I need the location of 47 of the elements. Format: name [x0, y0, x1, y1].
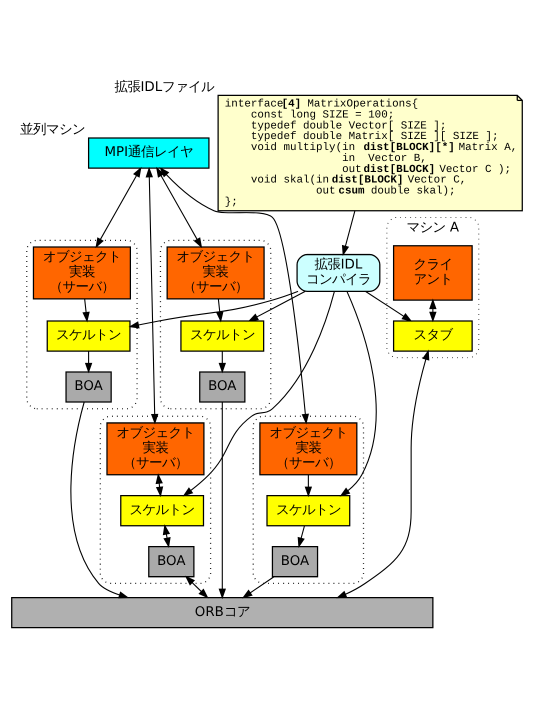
node-box: BOA [65, 370, 112, 402]
arrow [218, 402, 226, 599]
cluster [160, 239, 272, 409]
arrow [365, 290, 412, 322]
arrow [218, 350, 226, 373]
arrow [182, 290, 335, 496]
arrow [156, 166, 202, 248]
arrow [84, 350, 92, 373]
node-box: スケルトン [266, 494, 350, 526]
node-box: オブジェクト 実装 （サーバ） [32, 246, 131, 299]
arrow [298, 525, 306, 548]
node-box: クライ アント [392, 244, 473, 300]
node-box: オブジェクト 実装 （サーバ） [106, 422, 205, 475]
node-box: スケルトン [180, 320, 264, 352]
node-box: オブジェクト 実装 （サーバ） [166, 246, 265, 299]
arrow [82, 298, 90, 322]
node-box: MPI通信レイヤ [88, 136, 210, 168]
node-box: スケルトン [120, 494, 204, 526]
arrow [248, 290, 306, 322]
arrow [70, 402, 130, 598]
cluster [26, 239, 138, 409]
arrow [336, 349, 430, 598]
node-label: 並列マシン [20, 122, 86, 138]
node-box: BOA [272, 545, 318, 577]
arrow [159, 166, 309, 424]
node-box: BOA [148, 545, 195, 577]
arrow [342, 210, 356, 256]
node-label: 拡張IDLファイル [114, 80, 214, 95]
arrow [242, 576, 274, 598]
node-box: スタブ [392, 320, 473, 352]
cluster [252, 415, 364, 584]
node-box: ORBコア [11, 596, 434, 628]
node-box: 拡張IDL コンパイラ [296, 253, 380, 292]
arrow [304, 474, 312, 497]
node-box: BOA [199, 370, 246, 402]
arrow [128, 290, 298, 328]
arrow [146, 166, 158, 424]
arrow [95, 166, 142, 248]
arrow [162, 524, 171, 548]
arrow [216, 298, 224, 322]
node-box: スケルトン [46, 320, 131, 352]
node-box: オブジェクト 実装 （サーバ） [259, 422, 358, 475]
arrow [429, 298, 437, 322]
arrow [184, 575, 209, 598]
arrow [340, 290, 377, 496]
cluster [100, 415, 212, 584]
arrow [156, 472, 164, 497]
